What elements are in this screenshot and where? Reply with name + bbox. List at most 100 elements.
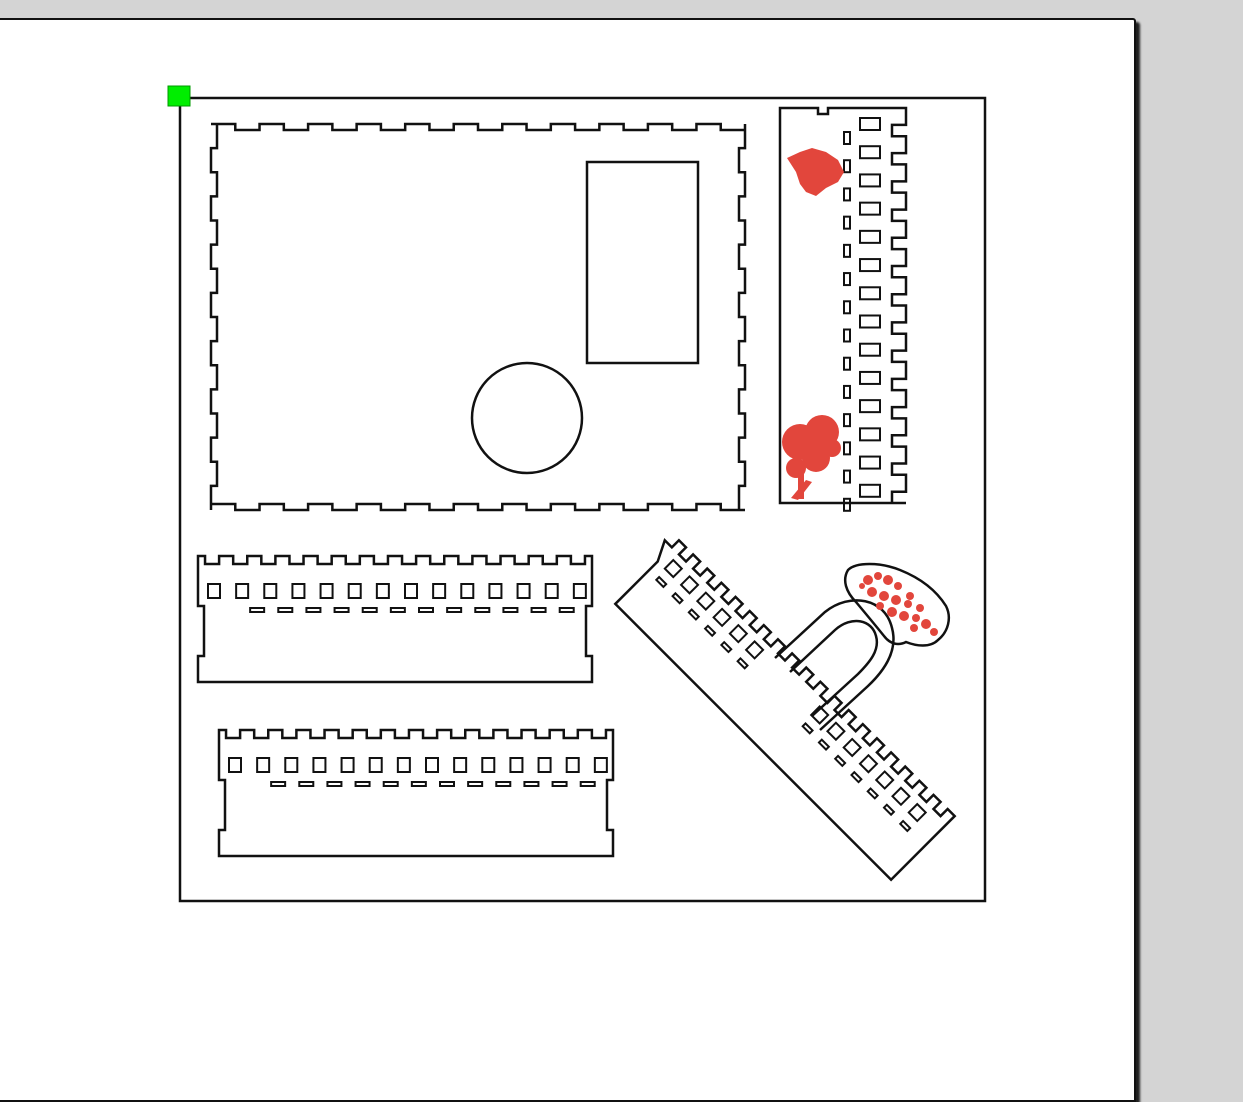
slot [291, 583, 306, 599]
slot [850, 770, 863, 784]
side-panel-rotated-outline[interactable] [608, 533, 957, 882]
slot [859, 145, 881, 160]
cut-drawing[interactable] [0, 0, 1243, 1074]
slot [866, 787, 880, 800]
slot [859, 370, 881, 385]
slot [523, 781, 540, 787]
tree-engraving-icon [782, 415, 841, 500]
slot [305, 607, 322, 613]
slot [537, 757, 552, 773]
slot-group [654, 558, 928, 833]
slot [396, 757, 411, 773]
slot [843, 159, 851, 174]
slot [801, 722, 814, 735]
slot [565, 757, 580, 773]
side-panel-vertical[interactable] [778, 106, 908, 512]
slot [207, 583, 221, 599]
slot [728, 623, 749, 644]
side-panel-horizontal-upper[interactable] [196, 554, 594, 684]
slot [817, 738, 831, 752]
slot [389, 607, 406, 613]
slot [277, 607, 294, 613]
slot [347, 583, 362, 599]
slot [874, 770, 895, 790]
top-panel-outline[interactable] [209, 122, 747, 512]
slot [687, 608, 701, 621]
slot [333, 607, 350, 613]
slot [509, 757, 524, 773]
slot [572, 583, 587, 599]
slot [859, 314, 881, 329]
slot [898, 819, 912, 833]
slot [843, 356, 851, 371]
slot-group [843, 117, 881, 512]
slot [671, 591, 684, 605]
slot [859, 201, 881, 216]
slot [474, 607, 491, 613]
slot [228, 757, 242, 773]
slot [843, 328, 851, 343]
slot [502, 607, 519, 613]
slot [843, 497, 851, 512]
slot [418, 607, 434, 613]
slot [530, 607, 547, 613]
slot [859, 286, 881, 301]
u-shaped-handle[interactable] [774, 599, 895, 731]
slot [460, 583, 475, 599]
slot [495, 781, 512, 787]
slot [859, 117, 881, 131]
slot [719, 640, 733, 654]
slot [256, 757, 271, 773]
slot [843, 215, 851, 230]
slot [432, 583, 447, 599]
page-sheet[interactable] [0, 18, 1136, 1102]
slot [319, 583, 334, 599]
slot [558, 607, 575, 613]
slot [593, 757, 608, 773]
slot [382, 781, 399, 787]
circular-cutout[interactable] [470, 361, 584, 475]
slot [859, 258, 881, 273]
slot [410, 781, 427, 787]
slot [833, 754, 847, 768]
side-panel-vertical-outline[interactable] [778, 106, 908, 505]
side-panel-horizontal-lower-outline[interactable] [217, 728, 615, 858]
slot [326, 781, 343, 787]
slot [882, 803, 896, 817]
rectangular-cutout[interactable] [585, 160, 700, 365]
slot [340, 757, 355, 773]
slot-group [207, 583, 587, 613]
slot [439, 781, 455, 787]
origin-handle-icon[interactable] [167, 85, 191, 107]
slot [843, 384, 851, 399]
slot [404, 583, 418, 599]
slot [843, 300, 851, 315]
slot [695, 591, 716, 612]
leaf-engraving-icon [787, 148, 844, 196]
top-panel[interactable] [209, 122, 747, 512]
slot [859, 455, 881, 470]
slot [654, 575, 668, 589]
side-panel-horizontal-lower[interactable] [217, 728, 615, 858]
slot [298, 781, 315, 787]
slot [891, 786, 911, 807]
side-panel-rotated[interactable] [608, 533, 957, 882]
slot [663, 558, 684, 579]
slot [361, 607, 378, 613]
slot [235, 583, 250, 599]
slot [516, 583, 531, 599]
slot [354, 781, 371, 787]
slot [843, 187, 851, 202]
stock-boundary[interactable] [178, 96, 987, 903]
side-panel-horizontal-upper-outline[interactable] [196, 554, 594, 684]
slot [859, 483, 881, 498]
slot [859, 342, 881, 357]
slot [703, 624, 717, 638]
slot-group [228, 757, 608, 787]
slot [249, 607, 266, 613]
slot [312, 757, 327, 773]
slot [736, 656, 749, 670]
slot [453, 757, 468, 773]
slot [284, 757, 299, 773]
